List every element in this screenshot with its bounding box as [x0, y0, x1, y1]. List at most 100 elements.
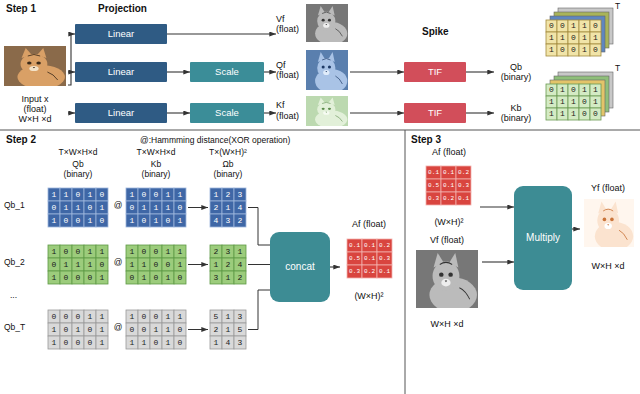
matrix-grid [546, 84, 601, 120]
flow-arrow [68, 112, 75, 113]
grid-row: 0 0 1 1 0 [126, 323, 184, 336]
input-image: Input x (float) W×H ×d [2, 44, 68, 126]
flow-arrow [482, 261, 514, 262]
key-photo [306, 96, 348, 128]
flow-arrow [264, 112, 276, 113]
panel-divider [405, 130, 406, 394]
node-text: Vf (float) [430, 235, 464, 245]
query-output: Qf (float) [276, 49, 350, 91]
node-text: concat [285, 261, 314, 272]
grid-row: 1 0 0 1 1 [126, 188, 184, 201]
query-photo [306, 50, 348, 93]
node-text: Scale [215, 108, 239, 119]
panel-divider [0, 130, 640, 131]
multiply-block: Multiply [514, 186, 572, 290]
grid-row: 0.5 0.1 0.3 [426, 179, 469, 192]
operator-symbol: @ [110, 258, 126, 268]
matrix-grid [48, 310, 108, 349]
grid-row: 4 3 2 [210, 214, 244, 227]
grid-row: 5 1 3 [210, 310, 244, 323]
grid-row: 0.3 0.2 0.1 [426, 192, 469, 205]
grid-row: 1 1 0 1 1 [546, 32, 599, 44]
matrix-grid [426, 166, 471, 205]
linear-layer: Linear [75, 24, 167, 44]
query-binary: Qb (binary) [494, 56, 538, 88]
operator-symbol: @ [110, 323, 126, 333]
output-photo [584, 199, 634, 251]
flow-arrow [167, 71, 190, 72]
grid-row: 1 0 1 0 1 [48, 323, 106, 336]
section-heading: Spike [422, 26, 449, 37]
grid-row: 1 0 0 1 1 [126, 245, 184, 258]
grid-row: 1 0 1 0 1 [126, 214, 184, 227]
grid-row: 0 0 1 1 0 [546, 20, 599, 32]
value-output: Vf (float) [276, 2, 350, 46]
tensor-label: Ωb (binary) [208, 160, 248, 179]
matrix-grid [48, 188, 108, 227]
scale-block: Scale [190, 103, 264, 123]
operator-note: @:Hammming distance(XOR operation) [140, 136, 290, 146]
section-heading: Projection [98, 3, 147, 14]
step-heading: Step 3 [411, 134, 441, 145]
grid-row: 3 1 2 [210, 271, 244, 284]
grid-row: 1 1 1 0 0 [546, 108, 599, 120]
flow-arrow [350, 71, 404, 72]
node-text: W×H ×d [591, 261, 624, 271]
row-label: Qb_2 [4, 258, 25, 268]
grid-row: 0.3 0.2 0.1 [347, 265, 390, 278]
xor-arrow [188, 264, 208, 265]
grid-row: 1 0 0 0 1 [48, 336, 106, 349]
matrix-grid [210, 310, 246, 349]
grid-row: 0 1 0 1 0 [126, 271, 184, 284]
node-text: Af (float) [352, 219, 386, 229]
node-text: Qb (binary) [498, 62, 534, 82]
step-heading: Step 1 [6, 3, 36, 14]
tensor-label: Qb (binary) [58, 160, 98, 179]
concat-block: concat [270, 232, 330, 302]
linear-layer: Linear [75, 103, 167, 123]
dimension-label: T×W×H×d [126, 148, 186, 158]
flow-arrow [480, 206, 514, 207]
value-image: Vf (float)W×H ×d [412, 234, 482, 330]
key-output: Kf (float) [276, 94, 350, 127]
merge-line [248, 208, 270, 246]
flow-arrow [572, 228, 580, 229]
dimension-label: T [615, 2, 620, 12]
flow-arrow [350, 112, 404, 113]
grid-row: 1 1 0 1 0 [48, 188, 106, 201]
flow-arrow [68, 34, 75, 85]
row-label: Qb_1 [4, 201, 25, 211]
tif-neuron: TIF [404, 103, 466, 123]
grid-row: 1 0 0 0 1 [48, 271, 106, 284]
node-text: Kb (binary) [498, 103, 534, 123]
matrix-grid [126, 188, 186, 227]
grid-row: 1 1 0 0 1 [126, 258, 184, 271]
flow-arrow [167, 33, 276, 34]
grid-row: 1 1 1 0 1 [546, 96, 599, 108]
flow-arrow [68, 71, 75, 72]
matrix-grid [546, 20, 601, 56]
tif-neuron: TIF [404, 62, 466, 82]
flow-arrow [167, 112, 190, 113]
matrix-grid [48, 245, 108, 284]
input-photo [4, 46, 66, 89]
grid-row: 1 1 0 1 0 [126, 336, 184, 349]
node-text: Linear [108, 29, 134, 40]
value-photo [306, 4, 348, 45]
tensor-label: Kb (binary) [136, 160, 176, 179]
node-text: (W×H)² [434, 217, 463, 227]
node-text: Af (float) [432, 147, 466, 157]
node-text: (W×H)² [354, 291, 383, 301]
grid-row: 0 1 0 1 1 [546, 84, 599, 96]
grid-row: 0.1 0.1 0.2 [347, 239, 390, 252]
matrix-grid [126, 245, 186, 284]
node-text: Linear [108, 108, 134, 119]
output-image: Yf (float)W×H ×d [580, 182, 636, 272]
row-label: Qb_T [4, 323, 25, 333]
grid-row: 1 0 0 1 0 [546, 44, 599, 56]
grid-row: 0 1 1 1 0 [126, 201, 184, 214]
matrix-grid [210, 245, 246, 284]
linear-layer: Linear [75, 62, 167, 82]
dimension-label: T [615, 64, 620, 74]
node-text: Vf (float) [276, 14, 304, 34]
